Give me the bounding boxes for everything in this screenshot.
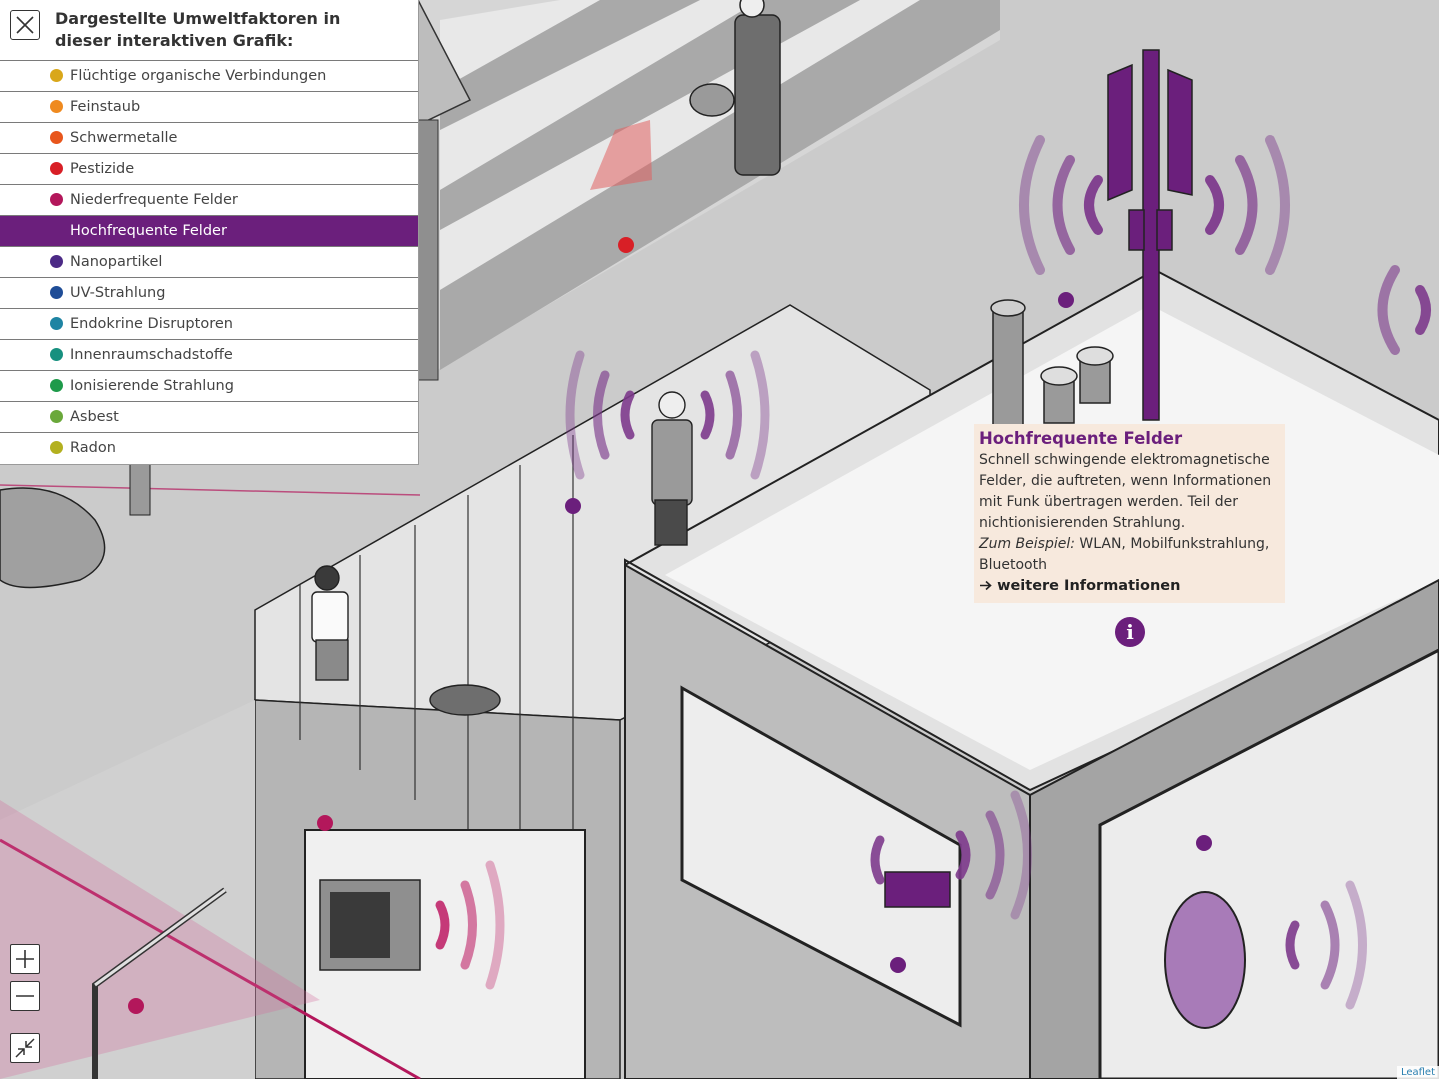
legend-item-label: Feinstaub (70, 99, 141, 115)
legend-item-pestizide[interactable]: Pestizide (0, 154, 418, 185)
legend-item-label: Radon (70, 440, 116, 456)
legend-item-label: Innenraumschadstoffe (70, 347, 233, 363)
legend-item-schwermetalle[interactable]: Schwermetalle (0, 123, 418, 154)
legend-item-label: Nanopartikel (70, 254, 163, 270)
popup-example-text: WLAN, Mobilfunkstrahlung, Bluetooth (979, 536, 1270, 573)
legend-dot (50, 162, 63, 175)
legend-item-hochfrequente-felder[interactable]: Hochfrequente Felder (0, 216, 418, 247)
legend-title: Dargestellte Umweltfaktoren in dieser in… (55, 9, 341, 50)
zoom-in-button[interactable] (10, 944, 40, 974)
legend-dot (50, 131, 63, 144)
legend-dot (50, 193, 63, 206)
legend-item-label: Endokrine Disruptoren (70, 316, 233, 332)
legend-item-niederfrequente-felder[interactable]: Niederfrequente Felder (0, 185, 418, 216)
legend-item-fluechtige-organische-verbindungen[interactable]: Flüchtige organische Verbindungen (0, 61, 418, 92)
legend-dot (50, 410, 63, 423)
more-info-link-label: weitere Informationen (997, 578, 1181, 594)
legend-item-radon[interactable]: Radon (0, 433, 418, 464)
legend-item-ionisierende-strahlung[interactable]: Ionisierende Strahlung (0, 371, 418, 402)
legend-dot (50, 69, 63, 82)
legend-item-asbest[interactable]: Asbest (0, 402, 418, 433)
legend-dot (50, 286, 63, 299)
legend-item-label: Ionisierende Strahlung (70, 378, 234, 394)
legend-item-uv-strahlung[interactable]: UV-Strahlung (0, 278, 418, 309)
legend-item-label: Schwermetalle (70, 130, 178, 146)
arrow-right-icon (980, 580, 992, 591)
legend-list: Flüchtige organische Verbindungen Feinst… (0, 61, 418, 464)
legend-dot (50, 100, 63, 113)
more-info-link[interactable]: weitere Informationen (979, 578, 1280, 594)
collapse-icon (15, 1038, 35, 1058)
legend-dot (50, 348, 63, 361)
legend-dot (50, 255, 63, 268)
popup-description: Schnell schwingende elektromagnetische F… (979, 452, 1272, 531)
legend-item-nanopartikel[interactable]: Nanopartikel (0, 247, 418, 278)
legend-dot (50, 224, 63, 237)
legend-item-label: Niederfrequente Felder (70, 192, 238, 208)
legend-item-label: Hochfrequente Felder (70, 223, 227, 239)
legend-item-endokrine-disruptoren[interactable]: Endokrine Disruptoren (0, 309, 418, 340)
close-icon (16, 16, 34, 34)
legend-item-label: Asbest (70, 409, 119, 425)
legend-header: Dargestellte Umweltfaktoren in dieser in… (0, 0, 418, 61)
leaflet-attribution[interactable]: Leaflet (1396, 1066, 1439, 1079)
collapse-view-button[interactable] (10, 1033, 40, 1063)
legend-item-label: UV-Strahlung (70, 285, 166, 301)
popup-title: Hochfrequente Felder (979, 429, 1183, 448)
minus-icon (16, 995, 34, 997)
info-icon[interactable]: i (1115, 617, 1145, 647)
legend-panel: Dargestellte Umweltfaktoren in dieser in… (0, 0, 419, 465)
plus-icon (16, 950, 34, 968)
zoom-out-button[interactable] (10, 981, 40, 1011)
legend-item-label: Flüchtige organische Verbindungen (70, 68, 327, 84)
legend-item-innenraumschadstoffe[interactable]: Innenraumschadstoffe (0, 340, 418, 371)
legend-dot (50, 441, 63, 454)
info-popup: Hochfrequente Felder Schnell schwingende… (974, 424, 1285, 603)
close-legend-button[interactable] (10, 10, 40, 40)
legend-item-feinstaub[interactable]: Feinstaub (0, 92, 418, 123)
legend-dot (50, 317, 63, 330)
popup-example: Zum Beispiel: WLAN, Mobilfunkstrahlung, … (979, 534, 1280, 576)
popup-example-label: Zum Beispiel: (979, 536, 1075, 552)
legend-dot (50, 379, 63, 392)
legend-item-label: Pestizide (70, 161, 135, 177)
